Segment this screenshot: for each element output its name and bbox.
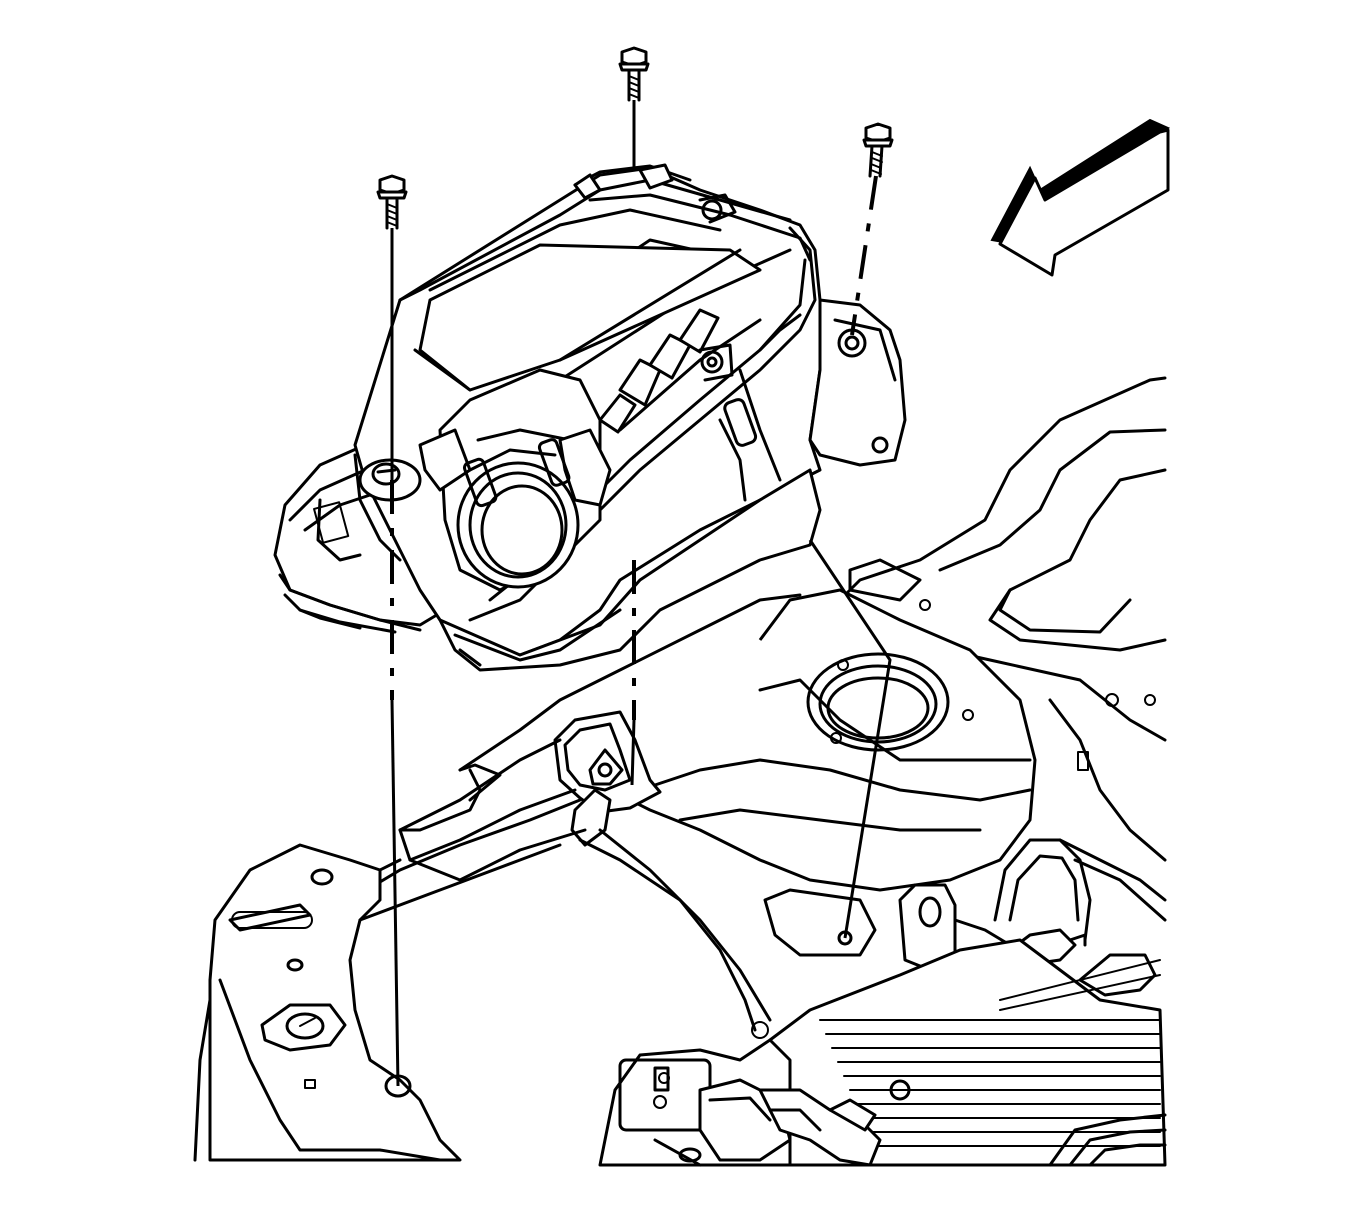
air-cleaner-housing bbox=[273, 163, 907, 672]
bolt-icon bbox=[618, 46, 650, 102]
front-arrow-icon bbox=[990, 118, 1171, 277]
bolt-left bbox=[376, 174, 408, 230]
leader-lines bbox=[390, 100, 892, 1087]
bolt-icon bbox=[862, 122, 894, 178]
bolt-icon bbox=[376, 174, 408, 230]
bolt-right bbox=[862, 122, 894, 178]
radiator-fins bbox=[819, 959, 1161, 1147]
bolt-center bbox=[618, 46, 650, 102]
